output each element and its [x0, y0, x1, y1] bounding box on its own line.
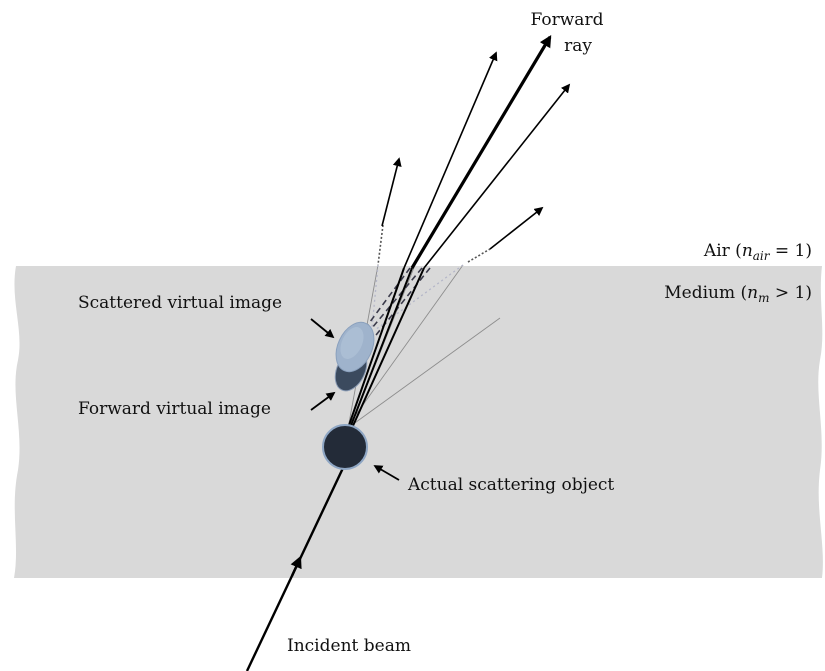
ray-left — [381, 157, 402, 227]
air-label: Air (nair = 1) — [703, 241, 812, 263]
forward-ray-line — [410, 34, 552, 269]
forward-ray-label-line1: Forward — [531, 10, 604, 30]
ray-right — [489, 206, 544, 250]
actual-scattering-object — [322, 424, 368, 470]
pointer-actual-object — [373, 465, 400, 481]
scattered-rays-air — [381, 51, 571, 269]
pointer-forward-image — [310, 391, 336, 411]
forward-virtual-image-label: Forward virtual image — [78, 399, 271, 419]
medium-slab — [14, 266, 823, 578]
scattered-image-highlight — [340, 327, 364, 359]
forward-bundle-inside — [347, 267, 425, 429]
medium-label: Medium (nm > 1) — [664, 283, 812, 305]
scattered-virtual-image-label: Scattered virtual image — [78, 293, 282, 313]
incident-beam-label: Incident beam — [287, 636, 411, 656]
actual-scattering-object-label: Actual scattering object — [407, 475, 614, 495]
surface-dotted-segments — [377, 224, 491, 266]
forward-ray-label-line2: ray — [564, 36, 592, 56]
ray-mid-left — [403, 51, 498, 269]
pointer-scattered-image — [310, 318, 335, 339]
incident-beam-arrow — [290, 555, 302, 577]
ray-mid-right — [423, 83, 571, 269]
